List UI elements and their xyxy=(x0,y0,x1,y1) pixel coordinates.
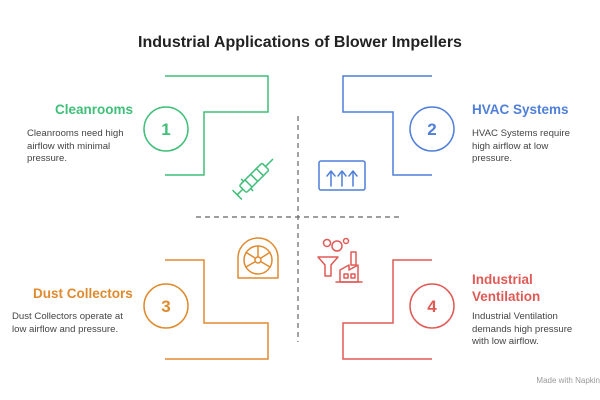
fan-icon xyxy=(237,237,279,279)
desc-line: airflow with minimal xyxy=(27,140,111,152)
quadrant-number-4: 4 xyxy=(427,297,437,316)
desc-industrial-ventilation: Industrial Ventilation demands high pres… xyxy=(472,311,572,349)
desc-dust-collectors: Dust Collectors operate at low airflow a… xyxy=(12,311,123,336)
hvac-vent-icon xyxy=(318,160,366,191)
desc-line: Industrial Ventilation xyxy=(472,311,558,322)
heading-line: Industrial xyxy=(472,272,533,287)
desc-line: low airflow and pressure. xyxy=(12,323,119,335)
desc-line: high airflow at low xyxy=(472,140,549,152)
quadrant-number-2: 2 xyxy=(427,120,436,139)
syringe-icon xyxy=(232,158,274,200)
heading-cleanrooms: Cleanrooms xyxy=(55,102,134,117)
quadrant-dust-shape xyxy=(143,259,269,360)
heading-industrial-ventilation: Industrial Ventilation xyxy=(472,271,540,305)
desc-line: with low airflow. xyxy=(472,336,539,347)
quadrant-hvac-shape xyxy=(342,75,455,176)
desc-line: Cleanrooms need high xyxy=(27,128,124,139)
heading-line: Ventilation xyxy=(472,289,541,304)
desc-hvac: HVAC Systems require high airflow at low… xyxy=(472,128,570,166)
diagram-title: Industrial Applications of Blower Impell… xyxy=(138,34,462,51)
heading-dust-collectors: Dust Collectors xyxy=(33,286,133,301)
desc-line: pressure. xyxy=(472,153,512,164)
quadrant-cleanrooms-shape xyxy=(143,75,269,176)
factory-icon xyxy=(317,237,363,283)
desc-line: demands high pressure xyxy=(472,323,573,335)
quadrant-ventilation-shape xyxy=(342,259,455,360)
quadrant-number-3: 3 xyxy=(161,297,170,316)
quadrant-number-1: 1 xyxy=(161,120,170,139)
desc-line: HVAC Systems require xyxy=(472,128,570,139)
heading-hvac: HVAC Systems xyxy=(472,102,569,117)
desc-line: pressure. xyxy=(27,153,67,164)
desc-cleanrooms: Cleanrooms need high airflow with minima… xyxy=(27,128,124,166)
made-with-napkin-credit[interactable]: Made with Napkin xyxy=(536,376,600,385)
desc-line: Dust Collectors operate at xyxy=(12,311,123,322)
